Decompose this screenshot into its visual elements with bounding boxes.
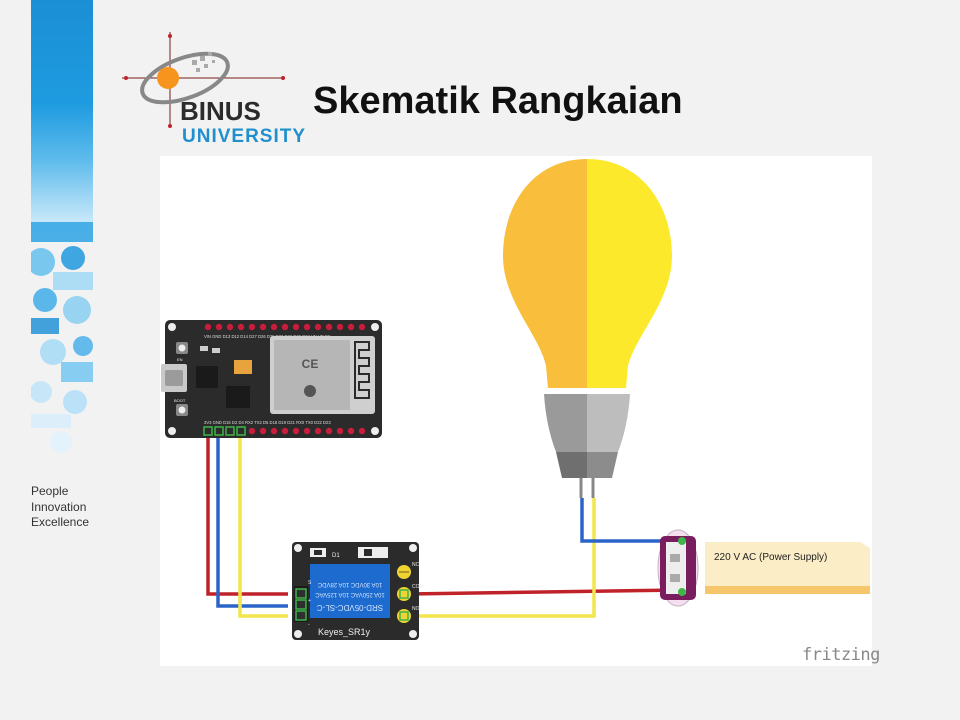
esp32-top-pins: VIN GND D13 D12 D14 D27 D26 D25 D33 D32 … [204, 334, 331, 339]
relay-part-number: SRD-05VDC-SL-C [317, 603, 383, 612]
sidebar-decoration [27, 0, 93, 460]
relay-input-plus: + [308, 598, 311, 604]
wires [206, 433, 683, 618]
relay-pin-no: NO [412, 606, 420, 612]
wire-yellow-signal [238, 433, 288, 618]
sidebar-pattern [27, 222, 93, 453]
circuit-diagram: VIN GND D13 D12 D14 D27 D26 D25 D33 D32 … [160, 156, 872, 666]
logo-line-2: UNIVERSITY [182, 126, 306, 147]
relay-module-label: Keyes_SR1y [318, 627, 371, 637]
logo-line-1: BINUS [180, 96, 261, 126]
page-title: Skematik Rangkaian [313, 80, 683, 122]
relay-rating-1: 10A 250VAC 10A 125VAC [315, 591, 385, 597]
wire-blue-lamp [580, 498, 682, 543]
wire-red-vcc [206, 433, 288, 596]
tagline-line-3: Excellence [31, 515, 90, 529]
relay-rating-2: 10A 30VDC 10A 28VDC [317, 581, 382, 587]
wire-yellow-lamp [408, 498, 596, 618]
relay-pin-com: COM [412, 584, 424, 590]
power-supply-label: 220 V AC (Power Supply) [714, 552, 827, 563]
power-connector [657, 529, 699, 607]
power-supply: 220 V AC (Power Supply) [705, 542, 870, 594]
esp32-bottom-pins: 3V3 GND D15 D2 D4 RX2 TX2 D5 D18 D19 D21… [204, 420, 331, 425]
esp32-board: VIN GND D13 D12 D14 D27 D26 D25 D33 D32 … [161, 320, 382, 438]
esp32-en-label: EN [177, 357, 183, 362]
relay-pin-nc: NC [412, 562, 420, 568]
binus-logo: BINUS UNIVERSITY [120, 30, 315, 150]
wire-red-ac [407, 588, 683, 596]
tagline: People Innovation Excellence [31, 484, 89, 531]
esp32-boot-label: BOOT [174, 398, 186, 403]
fritzing-watermark: fritzing [802, 645, 880, 665]
light-bulb [503, 159, 672, 498]
svg-text:CE: CE [302, 357, 319, 371]
wire-blue-gnd [216, 433, 288, 608]
tagline-line-2: Innovation [31, 499, 87, 514]
relay-led-label: D1 [332, 553, 340, 559]
tagline-line-1: People [31, 484, 69, 498]
relay-input-minus: - [308, 622, 310, 628]
relay-input-s: S [308, 580, 312, 586]
relay-module: D1 SRD-05VDC-SL-C 10A 250VAC 10A 125VAC … [292, 542, 424, 640]
